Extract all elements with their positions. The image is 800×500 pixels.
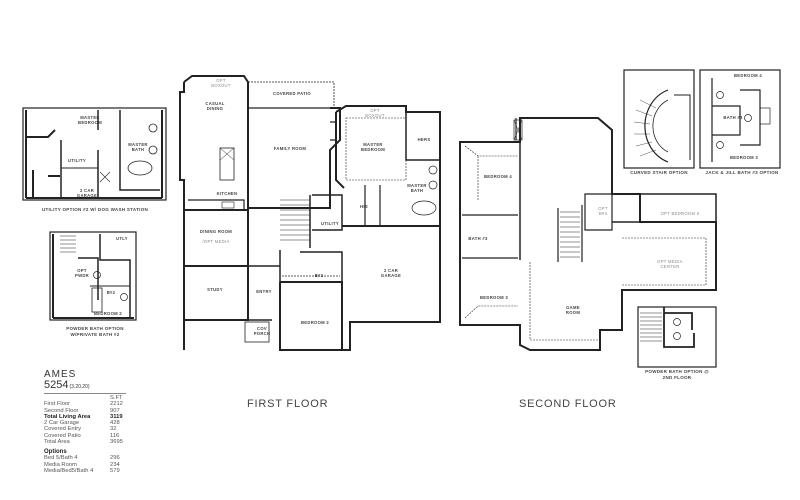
powder-bath-2nd-inset (637, 306, 717, 368)
study-label: STUDY (207, 287, 223, 292)
second-floor-plan (459, 117, 717, 351)
master-bath-label: MASTER BATH (407, 183, 427, 193)
option-value: 296 (110, 455, 120, 462)
area-row: 2 Car Garage 428 (44, 420, 126, 426)
jack-jill-caption: JACK & JILL BATH #3 OPTION (705, 170, 779, 175)
area-value: 116 (110, 432, 120, 439)
inset-utly-label: UTLY (116, 236, 128, 241)
area-row: First Floor 2212 (44, 401, 126, 407)
divider (44, 393, 126, 394)
area-label: Covered Entry (44, 426, 82, 433)
curved-stair-inset (623, 69, 695, 169)
master-opt-boxout-label: OPT BOXOUT (365, 108, 385, 118)
option-label: Media/Bed5/Bath 4 (44, 467, 94, 474)
area-row: Covered Patio 116 (44, 433, 126, 439)
second-floor-title: SECOND FLOOR (519, 398, 617, 410)
area-row: Covered Entry 32 (44, 426, 126, 432)
plan-number: 5254(3.20.20) (44, 379, 132, 391)
jj-bedroom-3-label: BEDROOM 3 (729, 155, 759, 160)
area-row: Second Floor 907 (44, 408, 126, 414)
opt-media-label: /OPT MEDIA (202, 239, 230, 244)
jack-jill-inset (699, 69, 781, 169)
jj-bath-3-label: BATH #3 (723, 115, 743, 120)
game-room-label: GAME ROOM (565, 305, 581, 315)
entry-label: ENTRY (256, 289, 272, 294)
utility-label: UTILITY (321, 221, 339, 226)
bath-2-label: B#2 (314, 273, 324, 278)
kitchen-label: KITCHEN (216, 191, 238, 196)
area-label: 2 Car Garage (44, 420, 80, 427)
inset-bedroom2-label: BEDROOM 2 (93, 311, 123, 316)
option-label: Bed 5/Bath 4 (44, 455, 78, 462)
area-value: 428 (110, 420, 120, 427)
option-row: Media Room 234 (44, 462, 126, 468)
hers-label: HERS (417, 137, 431, 142)
options-header: Options (44, 449, 67, 456)
inset-utility-label: UTILITY (68, 158, 86, 163)
area-value: 32 (110, 426, 117, 433)
option-row: Media/Bed5/Bath 4 579 (44, 468, 126, 474)
option-row: Bed 5/Bath 4 296 (44, 455, 126, 461)
area-row-total-living: Total Living Area 3119 (44, 414, 126, 420)
opt-bedroom-5-label: OPT BEDROOM 5 (660, 211, 700, 216)
master-bedroom-label: MASTER BEDROOM (361, 142, 385, 152)
plan-name: AMES (44, 369, 77, 380)
garage-label: 2 CAR GARAGE (380, 268, 402, 278)
area-label: Covered Patio (44, 432, 81, 439)
utility-option-caption: UTILITY OPTION #2 W/ DOG WASH STATION (41, 207, 149, 212)
option-label: Media Room (44, 461, 77, 468)
casual-dining-label: CASUAL DINING (205, 101, 225, 111)
bedroom-2-label: BEDROOM 2 (300, 320, 330, 325)
unit-header: S.FT (110, 395, 123, 401)
area-label: Total Living Area (44, 413, 91, 420)
family-room-label: FAMILY ROOM (273, 146, 307, 151)
area-value: 907 (110, 407, 120, 414)
inset-b2-label: B#2 (106, 290, 116, 295)
bedroom-4-label: BEDROOM 4 (483, 174, 513, 179)
cov-porch-label: COV PORCH (253, 326, 271, 336)
jj-bedroom-4-label: BEDROOM 4 (733, 73, 763, 78)
area-label: Second Floor (44, 407, 79, 414)
area-header-row: S.FT (44, 395, 126, 401)
opt-bath-4-label: OPT B#4 (598, 206, 608, 216)
bedroom-3-label: BEDROOM 3 (479, 295, 509, 300)
area-value: 3695 (110, 439, 123, 446)
inset-garage-label: 2 CAR GARAGE (76, 188, 98, 198)
powder-bath-option-caption: POWDER BATH OPTION W/PRIVATE BATH #2 (66, 326, 124, 337)
area-value: 3119 (110, 413, 123, 420)
first-floor-title: FIRST FLOOR (247, 398, 329, 410)
dining-room-label: DINING ROOM (199, 229, 233, 234)
inset-master-bath-label: MASTER BATH (128, 142, 148, 152)
bath-3-label: BATH #3 (468, 236, 488, 241)
area-value: 2212 (110, 401, 123, 408)
powder-bath-2nd-caption: POWDER BATH OPTION @ 2nd FLOOR (645, 369, 709, 380)
first-floor-plan (179, 75, 441, 351)
powder-bath-option-inset (49, 231, 137, 321)
opt-media-center-label: OPT MEDIA CENTER (657, 259, 683, 269)
inset-master-bedroom-label: MASTER BEDROOM (78, 115, 102, 125)
area-label: Total Area (44, 439, 70, 446)
area-row: Total Area 3695 (44, 439, 126, 445)
plan-number-value: 5254 (44, 379, 69, 391)
plan-revision: (3.20.20) (69, 384, 90, 390)
utility-option-inset (22, 107, 167, 201)
option-value: 579 (110, 467, 120, 474)
area-label: First Floor (44, 401, 71, 408)
option-value: 234 (110, 461, 120, 468)
inset-opt-pwdr-label: OPT PWDR (75, 268, 89, 278)
curved-stair-caption: CURVED STAIR OPTION (630, 170, 688, 175)
covered-patio-label: COVERED PATIO (273, 91, 311, 96)
his-label: HIS (360, 204, 368, 209)
opt-boxout-top-label: OPT BOXOUT (211, 78, 231, 88)
